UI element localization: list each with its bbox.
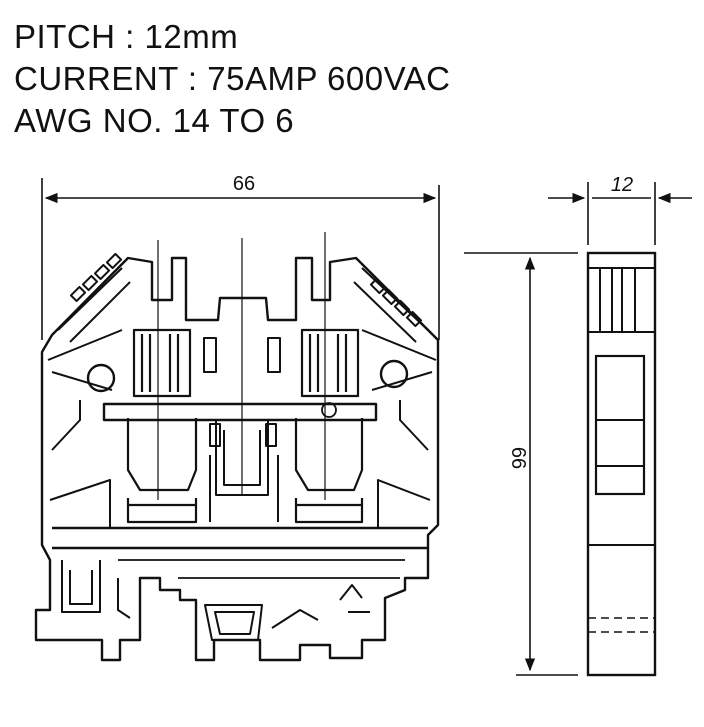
side-pitch-label: 12 xyxy=(611,174,633,196)
front-width-label: 66 xyxy=(233,173,255,195)
spec-block: PITCH : 12mm CURRENT : 75AMP 600VAC AWG … xyxy=(14,16,451,142)
right-screw-clamp xyxy=(294,328,364,524)
side-height-dimension: 66 xyxy=(464,252,578,676)
side-view: 12 66 xyxy=(464,174,692,677)
right-slots xyxy=(353,267,437,391)
pitch-spec: PITCH : 12mm xyxy=(14,18,239,55)
center-lines xyxy=(157,232,326,500)
left-slots xyxy=(47,252,131,391)
front-width-dimension: 66 xyxy=(41,173,440,340)
housing-outline xyxy=(34,256,440,662)
right-mount-hole xyxy=(379,359,409,389)
side-window xyxy=(594,354,646,496)
din-rail-foot xyxy=(61,560,370,641)
bus-bar xyxy=(102,402,378,422)
side-pitch-dimension: 12 xyxy=(548,174,692,245)
awg-spec: AWG NO. 14 TO 6 xyxy=(14,102,295,139)
current-spec: CURRENT : 75AMP 600VAC xyxy=(14,60,451,97)
side-body xyxy=(586,251,657,677)
front-view: 66 xyxy=(34,173,440,662)
left-mount-hole xyxy=(86,363,116,393)
side-height-label: 66 xyxy=(507,447,529,469)
left-screw-clamp xyxy=(126,328,198,524)
